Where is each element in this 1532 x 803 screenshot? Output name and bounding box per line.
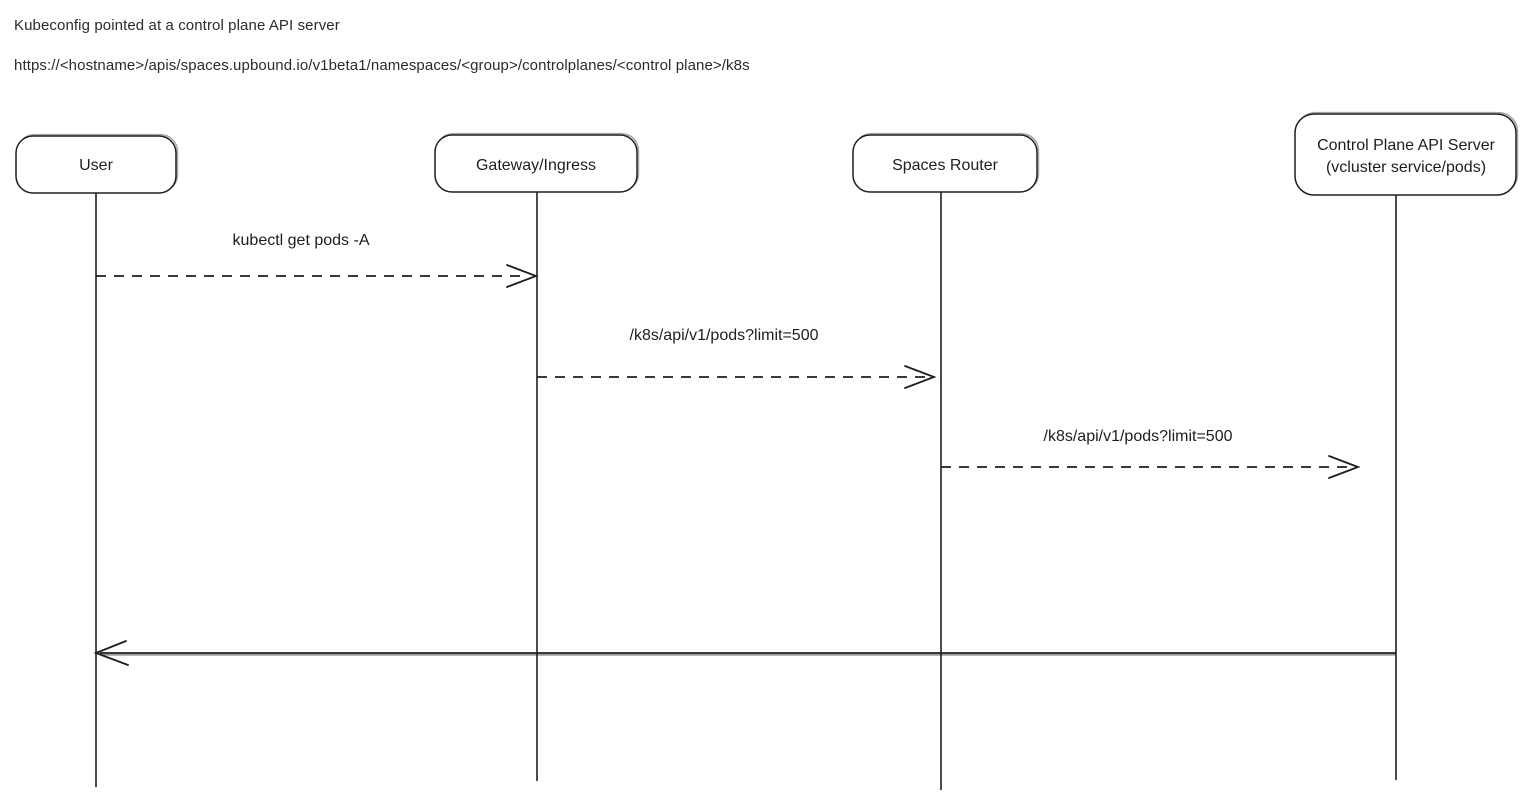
actor-sublabel-control-plane: (vcluster service/pods) [1326,159,1486,176]
message-kubectl-get-pods: kubectl get pods -A [96,232,539,288]
actor-box-control-plane [1294,113,1517,196]
kubeconfig-url-text: https://<hostname>/apis/spaces.upbound.i… [14,57,750,74]
actor-box-spaces-router [852,134,1038,193]
actor-box-gateway [434,134,638,193]
arrowhead-right-1 [506,264,539,288]
actor-user: User [15,133,179,194]
actor-gateway: Gateway/Ingress [434,132,640,193]
message-label-k8s-api-pods-2: /k8s/api/v1/pods?limit=500 [1044,428,1233,445]
message-k8s-api-pods-1: /k8s/api/v1/pods?limit=500 [537,327,937,389]
return-message [93,640,1396,666]
message-k8s-api-pods-2: /k8s/api/v1/pods?limit=500 [941,428,1361,479]
diagram-title: Kubeconfig pointed at a control plane AP… [14,17,340,34]
actor-spaces-router: Spaces Router [852,132,1040,193]
arrowhead-right-2 [904,365,937,389]
actor-label-user: User [79,157,113,174]
actor-label-gateway: Gateway/Ingress [476,157,596,174]
arrowhead-left-return [93,640,129,666]
actor-box-user [15,135,177,194]
actor-label-spaces-router: Spaces Router [892,157,999,174]
arrowhead-right-3 [1328,455,1361,479]
actor-label-control-plane: Control Plane API Server [1317,137,1496,154]
message-label-kubectl-get-pods: kubectl get pods -A [233,232,370,249]
message-label-k8s-api-pods-1: /k8s/api/v1/pods?limit=500 [630,327,819,344]
actor-control-plane: Control Plane API Server (vcluster servi… [1294,111,1519,196]
